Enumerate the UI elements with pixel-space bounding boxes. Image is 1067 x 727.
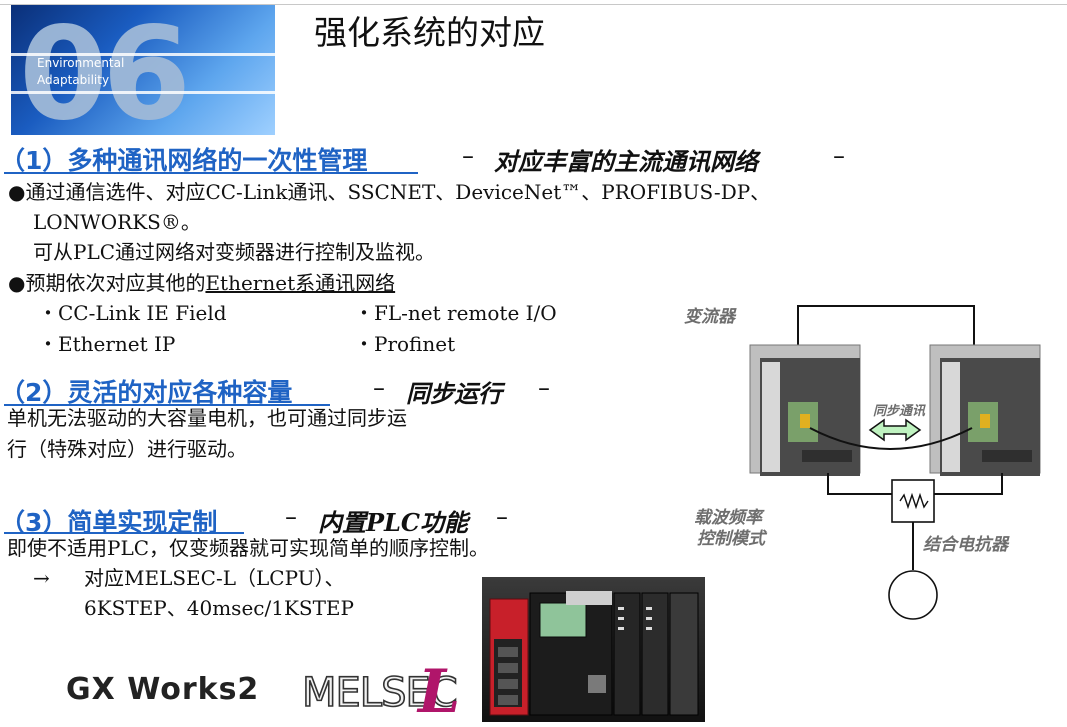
section2-dash-end: –	[538, 374, 550, 402]
section2-underline	[4, 404, 330, 406]
net-item: ・FL-net remote I/O	[354, 301, 557, 325]
section1-dash-end: –	[833, 142, 845, 170]
section2-text-2: 行（特殊对应）进行驱动。	[7, 437, 247, 461]
tile-stripe	[11, 53, 275, 56]
output-wire-left	[827, 473, 892, 495]
io-module	[613, 592, 641, 716]
carrier-label-1: 载波频率	[694, 508, 762, 528]
section1-subtitle: 对应丰富的主流通讯网络	[494, 147, 758, 176]
top-divider	[0, 4, 1067, 5]
sync-link	[809, 427, 973, 450]
section2-text-1: 单机无法驱动的大容量电机，也可通过同步运	[7, 406, 407, 430]
supply-wire	[797, 305, 975, 350]
inverter-label: 变流器	[684, 307, 735, 327]
melsec-l-logo: L	[418, 657, 461, 727]
reactor-icon	[891, 479, 935, 523]
output-wire-right	[934, 473, 1003, 495]
section1-heading: （1）多种通讯网络的一次性管理	[0, 146, 368, 175]
bullet-networks-cont: LONWORKS®。	[33, 210, 201, 234]
sync-diagram	[749, 305, 1041, 620]
bullet-ethernet-prefix: ●预期依次对应其他的	[8, 271, 206, 295]
page-title: 强化系统的对应	[314, 13, 545, 52]
net-item: ・Ethernet IP	[38, 332, 176, 356]
section3-dash-end: –	[496, 503, 508, 531]
plc-photo	[482, 577, 705, 722]
bullet-ethernet: ●预期依次对应其他的Ethernet系通讯网络	[8, 268, 395, 298]
reactor-label: 结合电抗器	[923, 535, 1008, 555]
section3-text: 即使不适用PLC，仅变频器就可实现简单的顺序控制。	[7, 536, 490, 560]
section2-subtitle: 同步运行	[406, 379, 502, 408]
tile-stripe	[11, 91, 275, 94]
net-item: ・CC-Link IE Field	[38, 301, 227, 325]
section2-dash: –	[373, 374, 385, 402]
carrier-label-2: 控制模式	[697, 529, 765, 549]
section1-underline	[4, 172, 418, 174]
arrow-icon: →	[33, 566, 50, 590]
inverter-right-icon	[929, 344, 1041, 476]
section1-dash: –	[462, 142, 474, 170]
chapter-number: 06	[19, 5, 191, 135]
chapter-tile: 06 Environmental Adaptability	[11, 5, 275, 135]
section3-dash: –	[285, 503, 297, 531]
tile-caption-2: Adaptability	[37, 73, 110, 87]
inverter-left-icon	[749, 344, 861, 476]
bullet-networks: ●通过通信选件、对应CC-Link通讯、SSCNET、DeviceNet™、PR…	[8, 180, 771, 204]
tile-caption-1: Environmental	[37, 56, 125, 70]
sync-label: 同步通讯	[873, 404, 926, 419]
double-arrow-icon	[868, 418, 922, 442]
step-spec-text: 6KSTEP、40msec/1KSTEP	[84, 596, 354, 620]
io-module	[641, 592, 669, 716]
gx-works2-logo: GX Works2	[66, 672, 260, 707]
section3-subtitle: 内置PLC功能	[318, 508, 469, 537]
melsec-logo: MELSEC	[301, 669, 458, 717]
end-cover	[669, 592, 699, 716]
bullet-control-text: 可从PLC通过网络对变频器进行控制及监视。	[33, 240, 436, 264]
section3-underline	[4, 532, 244, 534]
melsec-support-text: 对应MELSEC-L（LCPU）、	[84, 566, 345, 590]
bullet-ethernet-underlined: Ethernet系通讯网络	[205, 271, 396, 295]
net-item: ・Profinet	[354, 332, 456, 356]
section2-heading: （2）灵活的对应各种容量	[0, 378, 293, 407]
motor-icon	[888, 570, 938, 620]
